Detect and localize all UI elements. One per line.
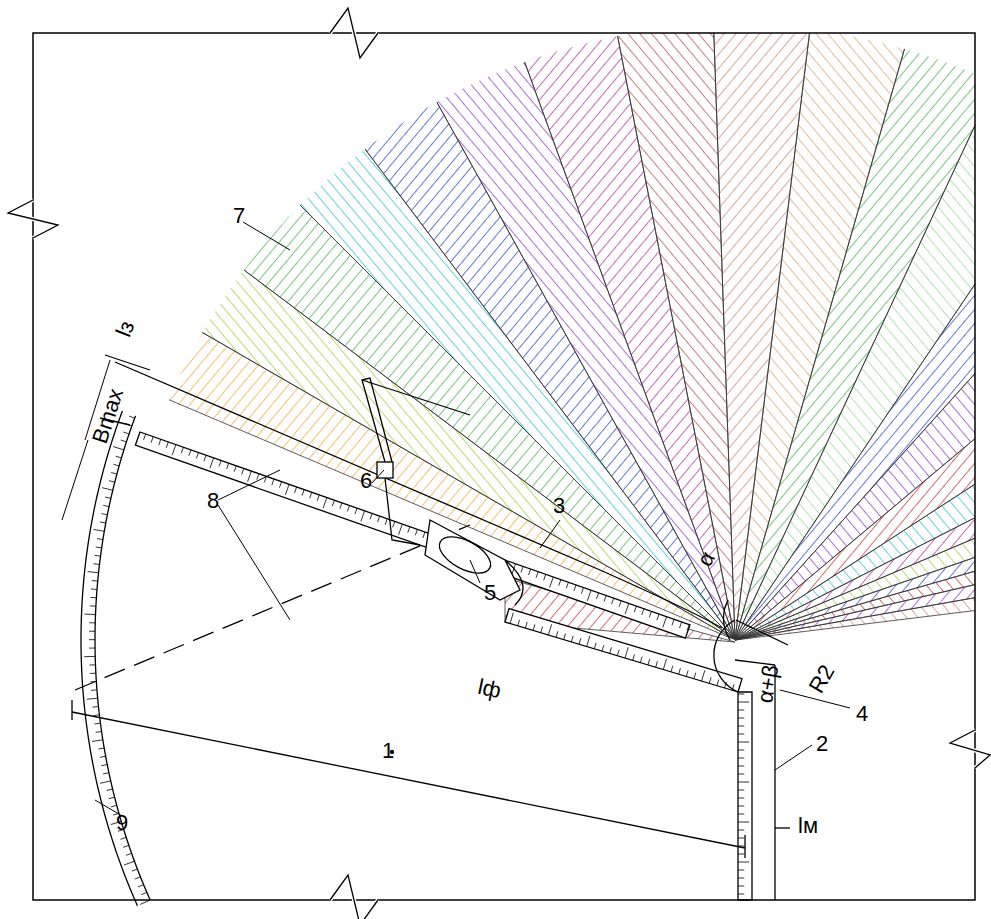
leader-line <box>470 560 480 583</box>
scale-ruler <box>738 692 752 900</box>
leader-line <box>372 470 384 483</box>
leader-line <box>775 745 812 770</box>
scale-ruler <box>135 432 690 638</box>
scale-ruler <box>505 609 742 692</box>
dimension-label: 1 <box>382 740 394 762</box>
arc-ruler <box>95 416 150 900</box>
dimension-label: R2 <box>806 661 839 696</box>
dimension-label: lм <box>798 815 818 837</box>
cut-sector <box>735 484 975 640</box>
dimension-label: lз <box>112 318 138 340</box>
dimension-label: 6 <box>360 470 372 492</box>
leader-line <box>218 470 280 500</box>
dimension-label: lф <box>476 676 503 702</box>
leader-line <box>218 505 290 620</box>
leader-line <box>780 690 850 708</box>
dimension-label: 4 <box>856 703 868 725</box>
dimension-label: 3 <box>553 495 565 517</box>
dimension-label: Bmax <box>89 386 127 446</box>
dimension-label: 5 <box>484 582 496 604</box>
leader-line <box>243 222 290 250</box>
dimension-label: 7 <box>233 205 245 227</box>
dimension-label: α+β <box>754 663 782 704</box>
dimension-label: 2 <box>816 733 828 755</box>
dimension-label: 8 <box>207 490 219 512</box>
dimension-label: 9 <box>116 812 128 834</box>
cut-sector <box>563 33 735 640</box>
leader-line <box>540 520 560 548</box>
